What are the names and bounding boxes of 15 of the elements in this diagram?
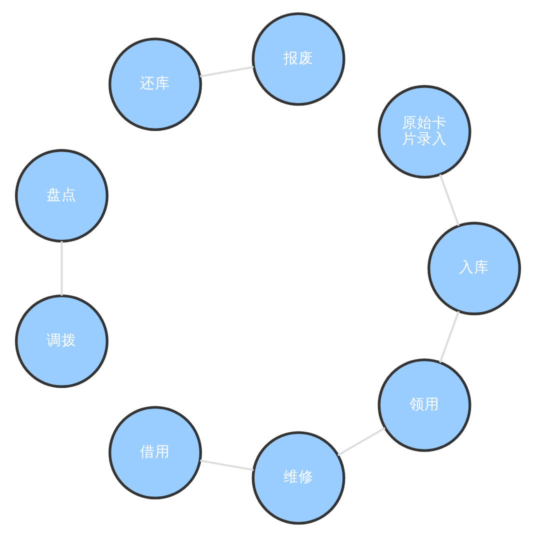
connector [200,460,254,471]
node-circle: 还库 [108,38,202,132]
node-circle: 入库 [428,222,521,316]
connector [200,66,254,78]
node-circle: 借用 [108,406,202,500]
node-circle: 领用 [378,358,472,452]
connector [439,174,460,226]
node-circle: 原始卡片录入 [378,85,472,179]
node-circle: 调拨 [15,294,108,388]
connector [439,311,460,363]
connector [60,241,63,296]
node-circle: 报废 [252,12,346,106]
node-circle: 盘点 [15,149,108,242]
connector [337,427,386,456]
node-circle: 维修 [252,431,346,525]
